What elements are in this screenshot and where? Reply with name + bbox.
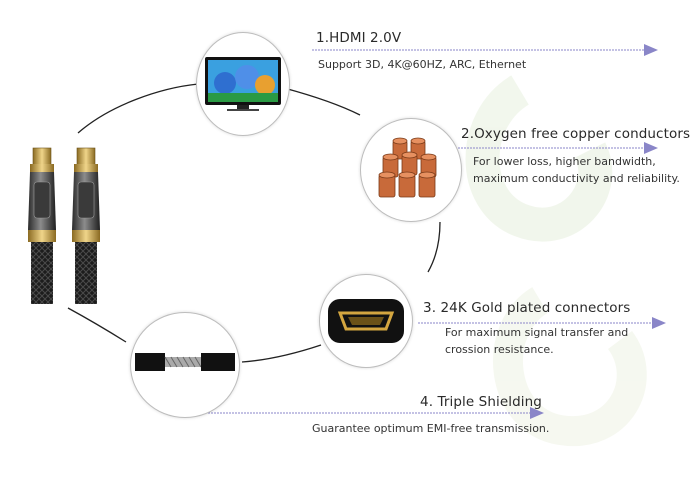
curve-connector-to-shield xyxy=(241,344,322,363)
shielding-circle xyxy=(130,312,240,418)
curve-cable-to-tv xyxy=(77,83,199,134)
connector-circle xyxy=(319,274,413,368)
feature-3-title: 3. 24K Gold plated connectors xyxy=(423,300,631,316)
tv-circle xyxy=(196,32,290,136)
tv-image xyxy=(205,57,281,111)
feature-2-title: 2.Oxygen free copper conductors xyxy=(461,126,690,142)
curve-copper-to-connector xyxy=(427,221,441,273)
feature-1-title: 1.HDMI 2.0V xyxy=(316,30,402,46)
feature-2-desc-line2: maximum conductivity and reliability. xyxy=(473,172,680,185)
hdmi-cable-image xyxy=(28,147,100,304)
arrow-lines xyxy=(205,44,666,419)
copper-circle xyxy=(360,118,462,222)
feature-4-desc: Guarantee optimum EMI-free transmission. xyxy=(312,422,550,435)
gold-connector-image xyxy=(328,299,404,343)
feature-4-title: 4. Triple Shielding xyxy=(420,394,542,410)
feature-2-desc-line1: For lower loss, higher bandwidth, xyxy=(473,155,656,168)
curve-cable-to-shield xyxy=(67,307,127,343)
feature-3-desc-line2: crossion resistance. xyxy=(445,343,554,356)
feature-3-desc-line1: For maximum signal transfer and xyxy=(445,326,629,339)
arrow-head-4 xyxy=(530,407,544,419)
arrow-head-3 xyxy=(652,317,666,329)
watermark-logo xyxy=(465,75,647,447)
copper-spools-image xyxy=(378,137,437,198)
curve-tv-to-copper xyxy=(283,87,361,116)
feature-1-desc: Support 3D, 4K@60HZ, ARC, Ethernet xyxy=(318,58,527,71)
connector-curves xyxy=(67,83,441,363)
cable-shielding-image xyxy=(135,353,235,371)
arrow-head-2 xyxy=(644,142,658,154)
arrow-head-1 xyxy=(644,44,658,56)
